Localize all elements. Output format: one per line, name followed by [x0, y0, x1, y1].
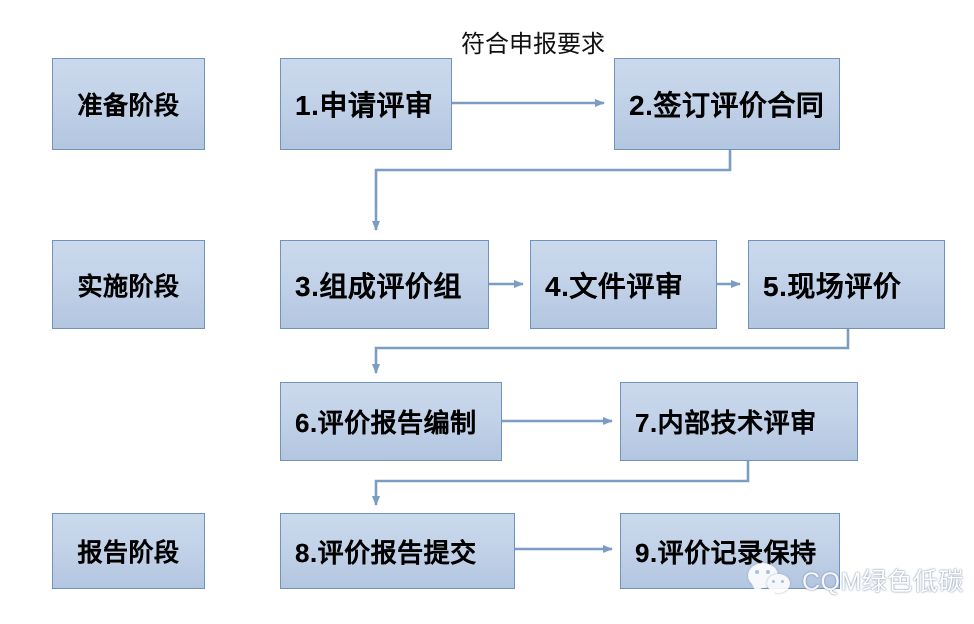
step-node-8[interactable]: 8.评价报告提交 — [280, 513, 515, 589]
phase-label: 报告阶段 — [77, 539, 180, 567]
connector-7-to-8 — [372, 461, 750, 506]
step-node-1[interactable]: 1.申请评审 — [280, 58, 452, 150]
step-label: 5.现场评价 — [763, 270, 902, 302]
step-label: 6.评价报告编制 — [295, 408, 477, 438]
step-label: 9.评价记录保持 — [635, 537, 817, 568]
step-label: 1.申请评审 — [295, 90, 434, 121]
step-node-3[interactable]: 3.组成评价组 — [280, 240, 489, 329]
step-node-5[interactable]: 5.现场评价 — [748, 240, 945, 329]
step-node-9[interactable]: 9.评价记录保持 — [620, 513, 840, 589]
connector-5-to-6 — [372, 329, 850, 374]
edge-label-1-to-2: 符合申报要求 — [461, 31, 605, 58]
phase-label: 实施阶段 — [77, 272, 180, 301]
phase-node-implement[interactable]: 实施阶段 — [52, 240, 205, 329]
phase-node-report[interactable]: 报告阶段 — [52, 513, 205, 589]
phase-node-prepare[interactable]: 准备阶段 — [52, 58, 205, 150]
connector-2-to-3 — [372, 149, 732, 231]
step-node-7[interactable]: 7.内部技术评审 — [620, 382, 858, 461]
step-label: 2.签订评价合同 — [629, 90, 825, 121]
step-node-4[interactable]: 4.文件评审 — [530, 240, 717, 329]
step-label: 3.组成评价组 — [295, 270, 462, 302]
step-label: 8.评价报告提交 — [295, 537, 477, 568]
step-node-2[interactable]: 2.签订评价合同 — [614, 58, 840, 150]
phase-label: 准备阶段 — [77, 92, 180, 120]
step-node-6[interactable]: 6.评价报告编制 — [280, 382, 502, 461]
step-label: 4.文件评审 — [545, 270, 684, 302]
step-label: 7.内部技术评审 — [635, 408, 817, 438]
